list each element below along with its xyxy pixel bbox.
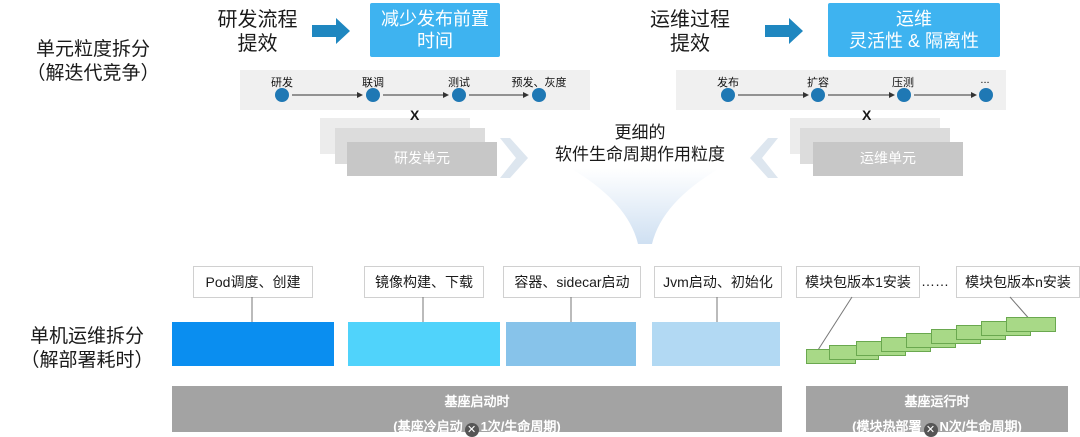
base-start-sub: (基座冷启动✕1次/生命周期): [393, 419, 561, 437]
dev-process-title: 研发流程 提效: [217, 9, 298, 55]
step-module-n: 模块包版本n安装: [956, 266, 1080, 298]
arrow-right-icon: [765, 18, 803, 44]
times-icon: ✕: [464, 423, 479, 437]
stage-dot: [897, 88, 911, 102]
stage-dot: [811, 88, 825, 102]
step-ellipsis: ……: [921, 273, 949, 289]
stage-dot: [452, 88, 466, 102]
multiplier-x: X: [862, 107, 872, 123]
stage-label: 扩容: [807, 77, 829, 89]
multiplier-x: X: [410, 107, 420, 123]
block-jvm: [652, 322, 780, 366]
stage-label: 预发、灰度: [511, 77, 567, 89]
arrow-right-icon: [312, 18, 350, 44]
block-image: [348, 322, 500, 366]
stage-label: 测试: [448, 77, 470, 89]
chevron-left-icon: [750, 138, 778, 178]
block-pod: [172, 322, 334, 366]
module-block: [1006, 317, 1056, 332]
down-funnel-arrow-icon: [570, 168, 720, 244]
dev-unit: 研发单元: [347, 142, 497, 176]
stage-arrows: [292, 92, 529, 98]
center-text: 更细的 软件生命周期作用粒度: [555, 123, 725, 164]
base-run-bar: 基座运行时 (模块热部署✕N次/生命周期): [806, 386, 1068, 437]
dev-pipeline: [240, 70, 590, 110]
stage-dot: [532, 88, 546, 102]
stage-dot: [275, 88, 289, 102]
stage-label: 研发: [271, 77, 293, 89]
times-icon: ✕: [923, 423, 938, 437]
step-pod: Pod调度、创建: [193, 266, 313, 298]
step-jvm: Jvm启动、初始化: [654, 266, 782, 298]
stage-label: 发布: [717, 77, 739, 89]
base-run-sub: (模块热部署✕N次/生命周期): [852, 419, 1022, 437]
ops-goal-box: 运维 灵活性 & 隔离性: [828, 3, 1000, 57]
base-run-title: 基座运行时: [904, 394, 970, 409]
granularity-split-label: 单元粒度拆分 （解迭代竞争）: [26, 39, 160, 84]
step-image: 镜像构建、下载: [364, 266, 484, 298]
ops-process-title: 运维过程 提效: [650, 9, 730, 55]
stage-arrows: [738, 92, 977, 98]
stage-dot: [366, 88, 380, 102]
ops-unit: 运维单元: [813, 142, 963, 176]
stage-label: ...: [980, 74, 990, 86]
step-module-1: 模块包版本1安装: [796, 266, 920, 298]
base-start-bar: 基座启动时 (基座冷启动✕1次/生命周期): [172, 386, 782, 437]
step-container: 容器、sidecar启动: [503, 266, 641, 298]
stage-label: 压测: [892, 77, 914, 89]
block-container: [506, 322, 636, 366]
stage-dot: [721, 88, 735, 102]
ops-split-label: 单机运维拆分 （解部署耗时）: [20, 326, 154, 371]
stage-dot: [979, 88, 993, 102]
base-start-title: 基座启动时: [444, 394, 510, 409]
stage-label: 联调: [362, 77, 384, 89]
chevron-right-icon: [500, 138, 528, 178]
dev-goal-box: 减少发布前置 时间: [370, 3, 500, 57]
